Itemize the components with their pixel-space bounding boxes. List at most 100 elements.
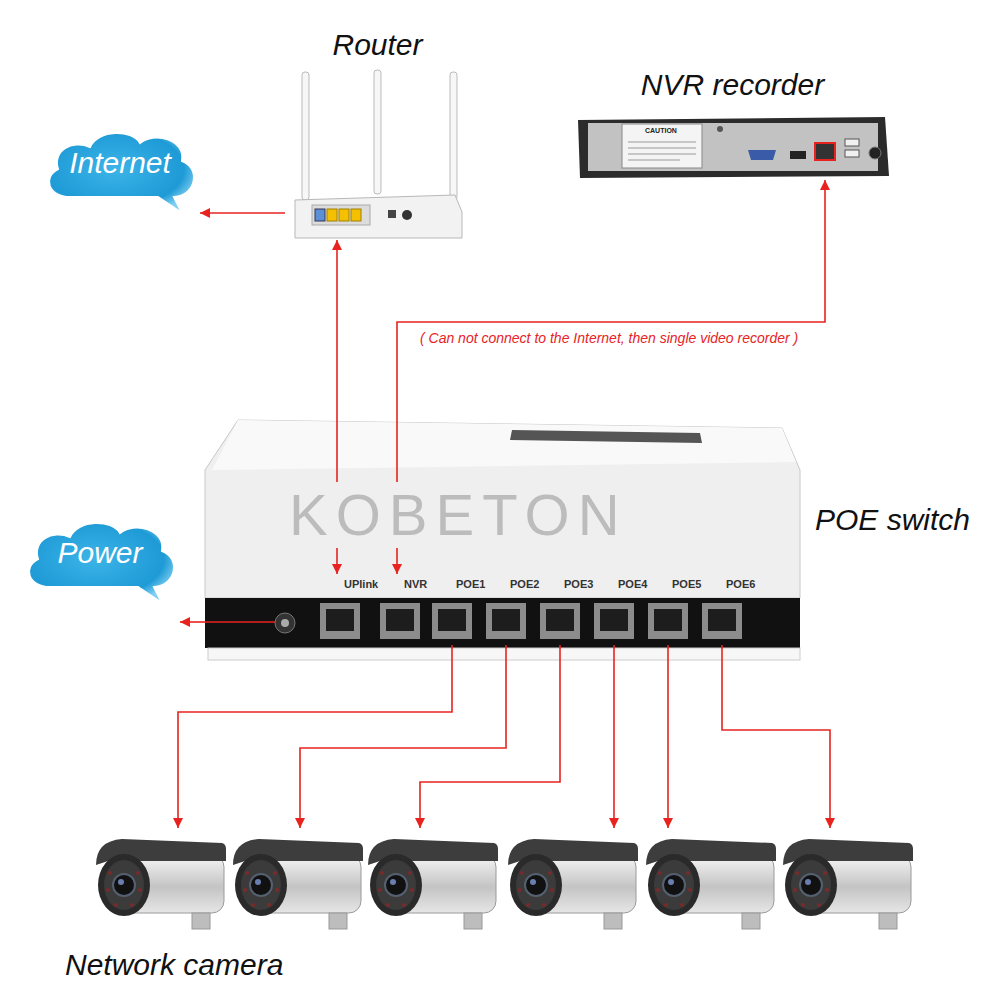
- router-port: [351, 209, 361, 221]
- usb-port: [845, 139, 859, 146]
- cloud-label: Power: [20, 536, 180, 570]
- sticker-line: [628, 142, 696, 143]
- switch-body: [205, 420, 800, 598]
- power-cloud: Power: [20, 515, 180, 628]
- router-port: [315, 209, 325, 221]
- power-jack: [402, 210, 412, 220]
- dc-jack: [869, 147, 881, 159]
- bullet-camera: [783, 839, 913, 929]
- nvr-recorder: NVR recorder: [570, 55, 895, 180]
- bullet-camera: [368, 839, 498, 929]
- ethernet-port: NVR: [392, 574, 440, 645]
- bullet-camera: [96, 839, 226, 929]
- connector: [180, 621, 205, 623]
- device-title: Router: [285, 28, 470, 62]
- connector: [722, 645, 830, 828]
- router: Router: [285, 22, 470, 240]
- port-label: POE4: [618, 578, 647, 591]
- edge-note: ( Can not connect to the Internet, then …: [418, 330, 800, 347]
- sticker-text: CAUTION: [645, 126, 677, 135]
- ethernet-port: POE4: [606, 574, 654, 645]
- antenna: [302, 72, 309, 200]
- nvr-back-panel: [588, 123, 878, 171]
- port-label: UPlink: [344, 578, 378, 591]
- ethernet-port: POE3: [552, 574, 600, 645]
- bullet-camera: [646, 839, 776, 929]
- port-panel: [312, 205, 370, 225]
- rj45-hole: [654, 609, 682, 631]
- cloud-label: Internet: [40, 146, 200, 180]
- ethernet-port: POE1: [444, 574, 492, 645]
- screw: [717, 126, 723, 132]
- vga-port: [748, 150, 776, 160]
- switch-top: [212, 420, 796, 470]
- port-label: POE3: [564, 578, 593, 591]
- rj45-hole: [492, 609, 520, 631]
- indicator-strip: [510, 430, 702, 443]
- device-title: POE switch: [815, 503, 970, 537]
- rj45-hole: [438, 609, 466, 631]
- rj45-hole: [546, 609, 574, 631]
- rj45-hole: [326, 609, 354, 631]
- internet-cloud: Internet: [40, 125, 200, 215]
- nvr-body: [578, 117, 889, 178]
- connector: [420, 645, 560, 828]
- ethernet-port: POE2: [498, 574, 546, 645]
- router-button: [388, 210, 396, 218]
- sticker-line: [628, 160, 680, 161]
- router-port: [327, 209, 337, 221]
- rj45-hole: [708, 609, 736, 631]
- connector: [613, 645, 615, 828]
- connector: [178, 645, 452, 828]
- bullet-camera: [233, 839, 363, 929]
- rj45-socket: [648, 603, 688, 639]
- dc-jack: [275, 613, 295, 633]
- caution-sticker: [622, 124, 702, 168]
- bullet-camera: [508, 839, 638, 929]
- device-title: NVR recorder: [570, 68, 895, 102]
- rj45-socket: [432, 603, 472, 639]
- cloud-shape: [20, 515, 180, 628]
- ethernet-port: POE5: [660, 574, 708, 645]
- dc-jack-pin: [281, 619, 289, 627]
- port-label: POE1: [456, 578, 485, 591]
- port-label: NVR: [404, 578, 427, 591]
- rj45-socket: [320, 603, 360, 639]
- group-title: Network camera: [65, 948, 283, 982]
- connector: [667, 645, 669, 828]
- sticker-line: [628, 148, 696, 149]
- camera-group: Network camera: [60, 828, 930, 992]
- usb-port: [845, 150, 859, 157]
- switch-base: [208, 648, 800, 660]
- rj45-socket: [702, 603, 742, 639]
- router-port: [339, 209, 349, 221]
- rj45-hole: [386, 609, 414, 631]
- network-port: [815, 143, 835, 160]
- port-label: POE5: [672, 578, 701, 591]
- router-illustration: [295, 70, 462, 238]
- camera-illustrations: [96, 839, 913, 929]
- rj45-hole: [600, 609, 628, 631]
- antenna: [374, 70, 381, 194]
- hdmi-port: [790, 151, 806, 159]
- rj45-socket: [380, 603, 420, 639]
- port-label: POE6: [726, 578, 755, 591]
- rj45-sockets: [320, 603, 742, 639]
- ethernet-port: POE6: [714, 574, 762, 645]
- switch-illustration: [205, 420, 800, 660]
- antenna: [450, 72, 457, 200]
- nvr-illustration: [578, 117, 889, 178]
- rj45-socket: [540, 603, 580, 639]
- rj45-socket: [486, 603, 526, 639]
- ethernet-port: UPlink: [332, 574, 382, 645]
- sticker-line: [628, 154, 696, 155]
- switch-front: [205, 598, 800, 648]
- rj45-socket: [594, 603, 634, 639]
- connector: [300, 645, 506, 828]
- connector: [200, 212, 285, 214]
- power-wire: [205, 621, 276, 623]
- router-body: [295, 195, 462, 238]
- port-label: POE2: [510, 578, 539, 591]
- watermark: KOBETON: [285, 482, 632, 548]
